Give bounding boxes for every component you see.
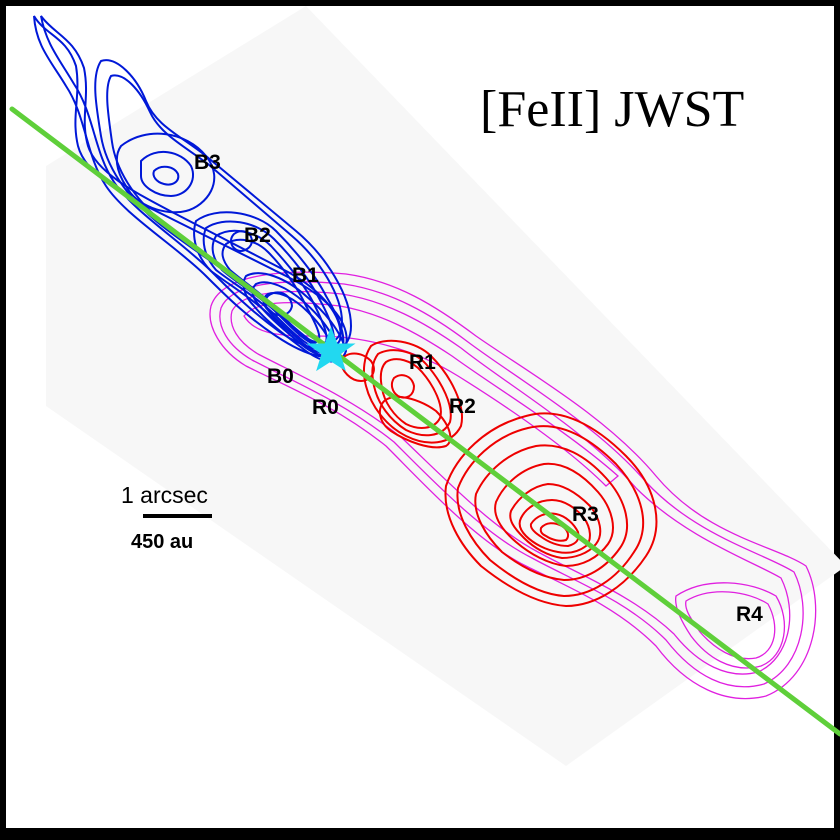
star-icon (306, 326, 356, 372)
knot-label-r3: R3 (572, 503, 599, 526)
figure-title: [FeII] JWST (480, 81, 744, 138)
red-contours (339, 339, 658, 608)
knot-label-r4: R4 (736, 603, 763, 626)
scale-label-arcsec: 1 arcsec (121, 482, 208, 508)
knot-label-b3: B3 (194, 151, 221, 174)
jet-axis-line (9, 106, 840, 737)
contour-map: B3 B2 B1 B0 R0 R1 R2 R3 R4 [FeII] JWST 1… (9, 6, 840, 766)
knot-label-b2: B2 (244, 224, 271, 247)
knot-label-r0: R0 (312, 396, 339, 419)
knot-label-b0: B0 (267, 365, 294, 388)
knot-label-r1: R1 (409, 351, 436, 374)
knot-label-r2: R2 (449, 395, 476, 418)
blue-contours (33, 15, 353, 363)
knot-label-b1: B1 (292, 264, 319, 287)
scale-label-au: 450 au (131, 531, 193, 553)
